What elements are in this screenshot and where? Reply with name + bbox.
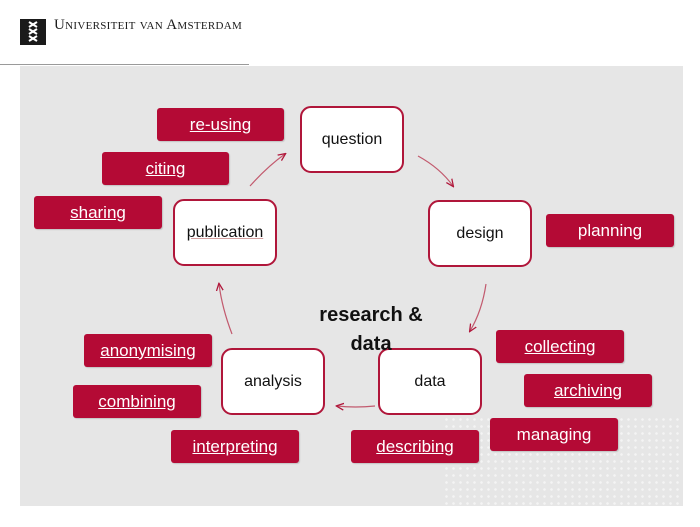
uva-logo bbox=[20, 19, 46, 45]
header: Universiteit van Amsterdam bbox=[0, 0, 700, 66]
node-publication-label: publication bbox=[186, 223, 264, 241]
tag-sharing-label: sharing bbox=[70, 202, 126, 222]
header-divider bbox=[0, 64, 249, 65]
tag-managing[interactable]: managing bbox=[490, 418, 618, 451]
tag-anonymising-label: anonymising bbox=[100, 340, 196, 360]
arrow-question-to-design bbox=[417, 155, 453, 186]
center-title: research & data bbox=[305, 301, 437, 359]
tag-sharing[interactable]: sharing bbox=[34, 196, 162, 229]
node-analysis-label: analysis bbox=[244, 372, 302, 390]
tag-re-using[interactable]: re-using bbox=[157, 108, 284, 141]
tag-planning[interactable]: planning bbox=[546, 214, 674, 247]
tag-planning-label: planning bbox=[577, 220, 643, 240]
node-question-label: question bbox=[321, 130, 383, 148]
arrow-analysis-to-publication bbox=[219, 284, 233, 335]
tag-managing-label: managing bbox=[516, 424, 592, 444]
tag-archiving[interactable]: archiving bbox=[524, 374, 652, 407]
tag-citing-label: citing bbox=[145, 158, 186, 178]
center-title-line1: research & bbox=[319, 304, 423, 326]
tag-describing-label: describing bbox=[376, 436, 454, 456]
node-analysis: analysis bbox=[221, 348, 325, 415]
tag-collecting-label: collecting bbox=[524, 336, 596, 356]
node-design-label: design bbox=[456, 224, 504, 242]
tag-interpreting-label: interpreting bbox=[192, 436, 278, 456]
node-data: data bbox=[378, 348, 482, 415]
uva-crosses-icon bbox=[28, 21, 38, 42]
tag-re-using-label: re-using bbox=[189, 114, 252, 134]
center-title-line2: data bbox=[350, 333, 392, 355]
tag-archiving-label: archiving bbox=[553, 380, 623, 400]
arrow-design-to-data bbox=[470, 283, 487, 331]
node-publication: publication bbox=[173, 199, 277, 266]
slide-canvas: question design data analysis publicatio… bbox=[20, 66, 683, 506]
tag-citing[interactable]: citing bbox=[102, 152, 229, 185]
arrow-data-to-analysis bbox=[337, 406, 376, 407]
node-design: design bbox=[428, 200, 532, 267]
tag-combining[interactable]: combining bbox=[73, 385, 201, 418]
tag-collecting[interactable]: collecting bbox=[496, 330, 624, 363]
university-name: Universiteit van Amsterdam bbox=[54, 17, 243, 33]
tag-combining-label: combining bbox=[98, 391, 176, 411]
tag-anonymising[interactable]: anonymising bbox=[84, 334, 212, 367]
tag-interpreting[interactable]: interpreting bbox=[171, 430, 299, 463]
node-question: question bbox=[300, 106, 404, 173]
tag-describing[interactable]: describing bbox=[351, 430, 479, 463]
node-data-label: data bbox=[414, 372, 446, 390]
cycle-arrows bbox=[20, 66, 487, 506]
arrow-publication-to-question bbox=[249, 154, 285, 187]
